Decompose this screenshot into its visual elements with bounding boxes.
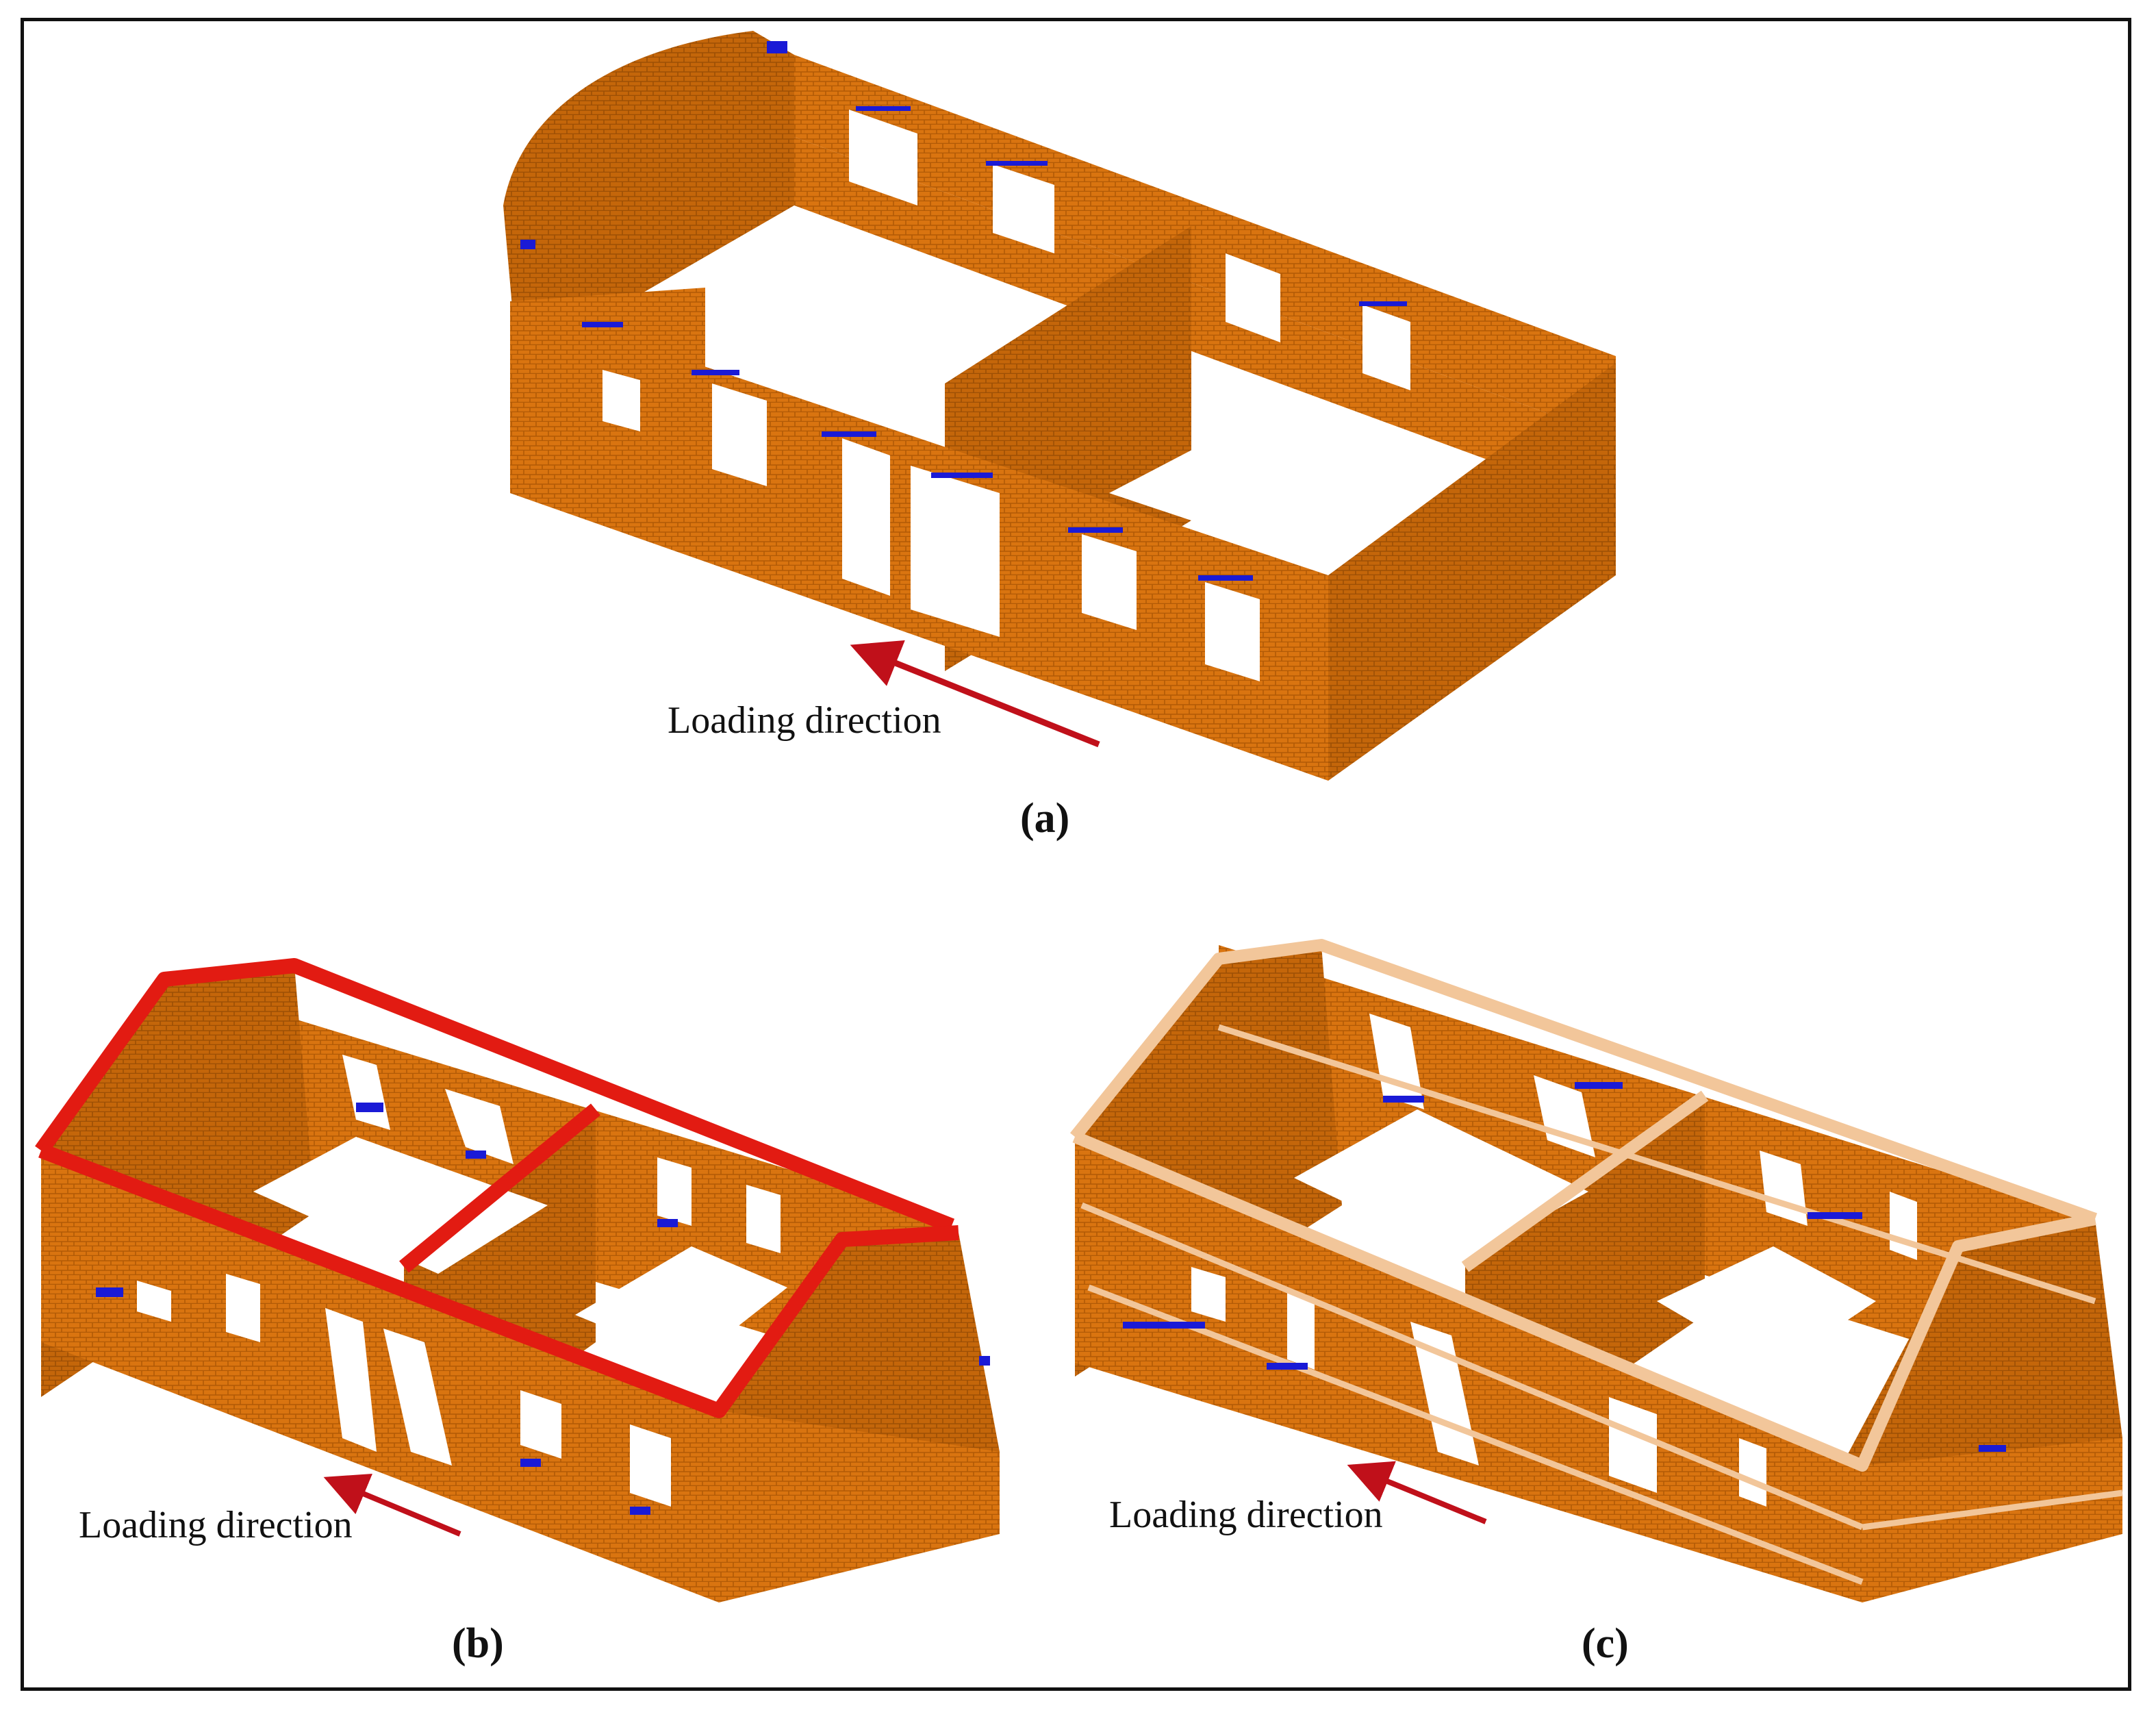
panel-b-ring-beam	[35, 958, 959, 1418]
panel-a-loading-label: Loading direction	[668, 699, 941, 742]
panel-a-building	[503, 31, 1616, 781]
panel-a-damage-marks	[520, 41, 1407, 581]
panel-a-loading-arrow	[850, 640, 1100, 748]
panel-b-loading-arrow	[323, 1474, 461, 1537]
panel-c-caption: (c)	[1582, 1620, 1629, 1667]
panel-c-building	[1069, 939, 2123, 1602]
panel-c-timber-bands	[1069, 939, 2098, 1472]
panel-b-caption: (b)	[452, 1620, 504, 1667]
panel-b-building	[35, 958, 1000, 1602]
panel-c-loading-arrow	[1347, 1461, 1487, 1524]
panel-a-caption: (a)	[1020, 795, 1070, 842]
panel-c-damage-marks	[1123, 1082, 2006, 1452]
panel-c-loading-label: Loading direction	[1109, 1494, 1383, 1536]
panel-a-right-gable	[1328, 363, 1616, 781]
panel-a-collapsed-gable	[503, 31, 794, 322]
panel-b-loading-label: Loading direction	[79, 1504, 353, 1546]
figure-border	[21, 18, 2131, 1691]
panel-b-damage-marks	[96, 1103, 990, 1515]
panel-b-front-wall	[41, 1157, 719, 1602]
panel-c-horizontal-bands	[1080, 1024, 2123, 1585]
